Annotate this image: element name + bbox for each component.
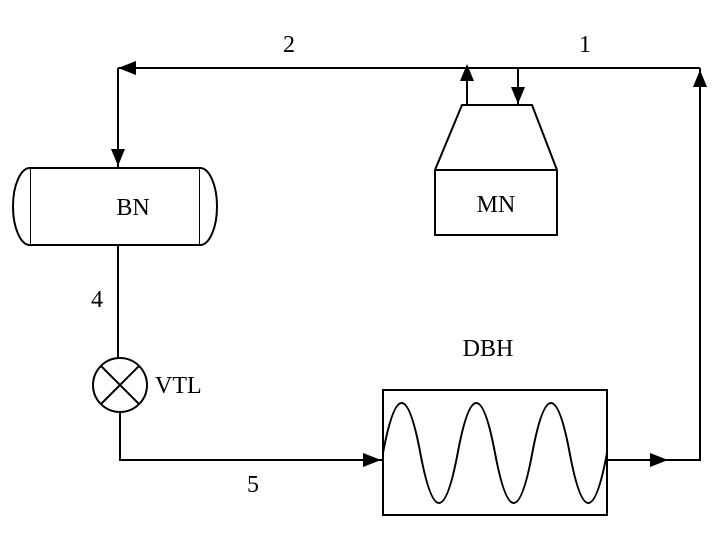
arrow-down-suction-icon — [511, 87, 525, 104]
stream-label-1: 1 — [579, 32, 591, 58]
vessel-label: BN — [116, 195, 149, 221]
valve-label: VTL — [155, 373, 202, 399]
heat-exchanger-dbh: DBH — [382, 336, 608, 516]
arrow-right-after-exchanger-icon — [650, 453, 668, 467]
arrow-up-discharge-icon — [460, 64, 474, 81]
vessel-body — [29, 167, 201, 246]
arrow-left-line2-icon — [118, 61, 136, 75]
stream-labels: 2 1 4 5 — [91, 32, 591, 498]
arrow-up-return-icon — [693, 70, 707, 87]
exchanger-label: DBH — [463, 336, 514, 362]
exchanger-coil-icon — [382, 402, 608, 504]
compressor-label: MN — [477, 192, 516, 218]
pipe-valve-to-exchanger — [119, 412, 383, 461]
arrow-down-into-vessel-icon — [111, 149, 125, 166]
stream-label-5: 5 — [247, 472, 259, 498]
vessel-bn: BN — [12, 167, 218, 246]
stream-label-2: 2 — [283, 32, 295, 58]
valve-cross-icon — [100, 365, 140, 405]
flow-arrows — [111, 61, 707, 467]
vessel-right-cap — [199, 167, 218, 246]
compressor-mn: MN — [434, 104, 558, 236]
pipe-exchanger-to-top — [607, 68, 701, 461]
pipe-network — [117, 67, 701, 461]
valve-vtl: VTL — [92, 357, 202, 413]
vessel-left-cap — [12, 167, 31, 246]
stream-label-4: 4 — [91, 287, 103, 313]
arrow-right-into-exchanger-icon — [363, 453, 381, 467]
